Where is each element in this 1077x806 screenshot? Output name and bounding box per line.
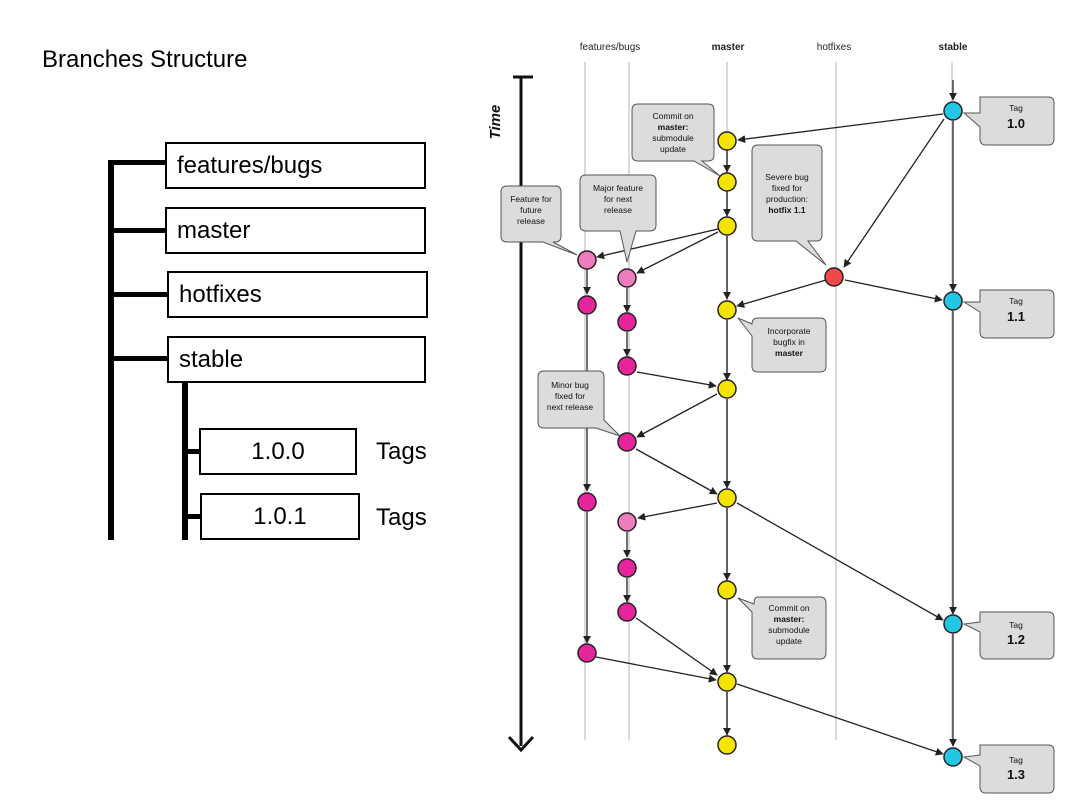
- column-header-hotfixes: hotfixes: [817, 42, 851, 53]
- svg-text:Commit on: Commit on: [652, 111, 693, 121]
- svg-text:Severe bug: Severe bug: [765, 172, 809, 182]
- tag-version: 1.0.0: [251, 437, 305, 465]
- commit-master: [717, 672, 737, 692]
- svg-text:Tag: Tag: [1009, 103, 1023, 113]
- branch-box-stable: stable: [167, 336, 426, 383]
- branch-box-hotfixes: hotfixes: [167, 271, 428, 318]
- svg-text:1.0: 1.0: [1007, 116, 1025, 131]
- svg-text:Major feature: Major feature: [593, 183, 643, 193]
- commit-master: [717, 580, 737, 600]
- tag-version: 1.0.1: [253, 502, 307, 530]
- svg-text:1.1: 1.1: [1007, 309, 1025, 324]
- svg-text:fixed for: fixed for: [555, 391, 585, 401]
- tree-connector: [182, 449, 202, 454]
- page-title: Branches Structure: [42, 46, 248, 73]
- callout-major-feature: Major feature for next release: [579, 174, 657, 263]
- commit-master: [717, 379, 737, 399]
- branch-label: hotfixes: [179, 280, 262, 308]
- branch-label: master: [177, 216, 251, 244]
- commit-master: [717, 488, 737, 508]
- branch-box-master: master: [165, 207, 426, 254]
- commit-stable: [943, 747, 963, 767]
- commit-feature: [617, 312, 637, 332]
- commit-feature: [617, 602, 637, 622]
- callout-minor-bug: Minor bug fixed for next release: [537, 370, 621, 437]
- svg-text:Incorporate: Incorporate: [768, 326, 811, 336]
- svg-text:next release: next release: [547, 402, 594, 412]
- branch-label: stable: [179, 345, 244, 373]
- svg-text:update: update: [660, 144, 686, 154]
- svg-text:master:: master:: [658, 122, 689, 132]
- svg-text:Commit on: Commit on: [768, 603, 809, 613]
- commit-hotfix: [824, 267, 844, 287]
- column-header-master: master: [712, 42, 745, 53]
- svg-text:bugfix in: bugfix in: [773, 337, 805, 347]
- svg-text:update: update: [776, 636, 802, 646]
- callout-incorporate-bugfix: Incorporate bugfix in master: [737, 317, 827, 373]
- stable-tag-1-2: Tag 1.2: [962, 611, 1055, 660]
- svg-text:Tag: Tag: [1009, 296, 1023, 306]
- commit-stable: [943, 101, 963, 121]
- callout-commit-submodule-1: Commit on master: submodule update: [631, 103, 721, 177]
- branch-box-features: features/bugs: [165, 142, 426, 189]
- tags-label: Tags: [376, 504, 427, 531]
- svg-text:submodule: submodule: [652, 133, 694, 143]
- tags-label: Tags: [376, 438, 427, 465]
- svg-text:Tag: Tag: [1009, 755, 1023, 765]
- tree-connector: [108, 292, 168, 297]
- tree-connector: [108, 160, 168, 165]
- commit-feature: [617, 512, 637, 532]
- svg-text:fixed for: fixed for: [772, 183, 802, 193]
- svg-text:production:: production:: [766, 194, 808, 204]
- svg-text:future: future: [520, 205, 542, 215]
- commit-stable: [943, 614, 963, 634]
- callout-commit-submodule-2: Commit on master: submodule update: [737, 596, 827, 660]
- svg-text:master:: master:: [774, 614, 805, 624]
- stable-tag-1-3: Tag 1.3: [962, 744, 1055, 794]
- tree-connector: [108, 356, 168, 361]
- tag-box-1-0-1: 1.0.1: [200, 493, 360, 540]
- commit-master: [717, 216, 737, 236]
- tag-box-1-0-0: 1.0.0: [199, 428, 357, 475]
- svg-text:Feature for: Feature for: [510, 194, 552, 204]
- commit-feature: [617, 432, 637, 452]
- svg-text:release: release: [517, 216, 545, 226]
- commit-master: [717, 300, 737, 320]
- callout-severe-bug-hotfix: Severe bug fixed for production: hotfix …: [751, 144, 827, 266]
- commit-master: [717, 735, 737, 755]
- commit-feature: [617, 356, 637, 376]
- time-label: Time: [487, 105, 504, 140]
- callout-feature-future: Feature for future release: [500, 185, 578, 256]
- commit-master: [717, 172, 737, 192]
- svg-text:Tag: Tag: [1009, 620, 1023, 630]
- tree-trunk: [108, 160, 114, 540]
- commit-feature: [577, 295, 597, 315]
- svg-text:for next: for next: [604, 194, 633, 204]
- commit-feature: [617, 268, 637, 288]
- stable-tag-1-1: Tag 1.1: [962, 289, 1055, 339]
- tag-trunk: [182, 382, 188, 540]
- stable-tag-1-0: Tag 1.0: [962, 96, 1055, 146]
- commit-feature: [617, 558, 637, 578]
- column-header-stable: stable: [939, 42, 968, 53]
- commit-master: [717, 131, 737, 151]
- branch-label: features/bugs: [177, 151, 323, 179]
- tree-connector: [182, 514, 202, 519]
- commit-feature: [577, 492, 597, 512]
- svg-text:master: master: [775, 348, 804, 358]
- column-header-features: features/bugs: [580, 42, 641, 53]
- svg-text:release: release: [604, 205, 632, 215]
- svg-text:1.3: 1.3: [1007, 767, 1025, 782]
- svg-text:1.2: 1.2: [1007, 632, 1025, 647]
- commit-stable: [943, 291, 963, 311]
- svg-text:submodule: submodule: [768, 625, 810, 635]
- svg-text:Minor bug: Minor bug: [551, 380, 589, 390]
- time-axis-arrowhead: [507, 735, 535, 753]
- commit-feature: [577, 643, 597, 663]
- tree-connector: [108, 228, 168, 233]
- commit-feature: [577, 250, 597, 270]
- svg-text:hotfix 1.1: hotfix 1.1: [768, 205, 806, 215]
